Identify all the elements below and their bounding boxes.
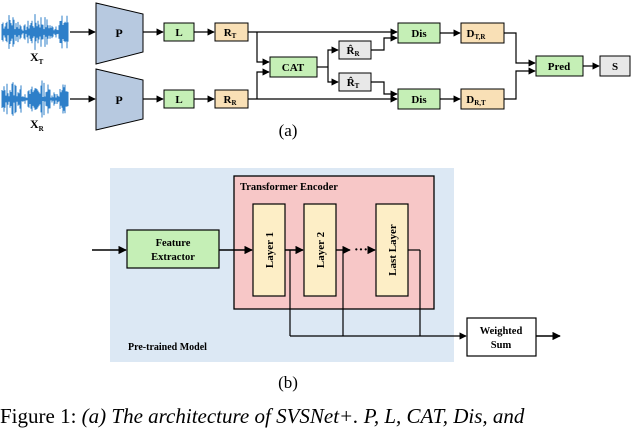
connector-rhat-t-to-dis-bottom: [371, 81, 398, 98]
waveform-trace: [1, 80, 69, 118]
dis-block-bottom-label: Dis: [411, 94, 427, 106]
feature-extractor-block: [126, 229, 220, 269]
last-layer-label: Last Layer: [387, 224, 399, 276]
waveform-bottom-icon: [1, 80, 69, 118]
layer-2-label: Layer 2: [315, 231, 327, 268]
weighted-sum-label-1: Weighted: [480, 326, 523, 337]
layers-ellipsis: ···: [354, 243, 368, 258]
connector-d-bottom-to-pred: [504, 67, 536, 100]
connector-cat-to-rhat-t: [327, 67, 339, 86]
r-block-top-label: RT: [224, 27, 237, 40]
connector-rr-to-cat: [256, 68, 270, 99]
cat-block-label: CAT: [282, 62, 305, 74]
d-block-top-label: DT,R: [467, 28, 487, 41]
caption-italic: (a) The architecture of SVSNet+. P, L, C…: [81, 404, 525, 428]
input-xt-label: XT: [30, 50, 44, 66]
layer-1-block: [252, 203, 286, 297]
caption-prefix: Figure 1:: [0, 404, 82, 428]
p-block-bottom: [95, 68, 144, 131]
pretrained-model-label: Pre-trained Model: [128, 342, 207, 353]
connector-cat-to-rhat-r: [327, 46, 339, 67]
layer-2-block: [303, 203, 337, 297]
l-block-top-label: L: [175, 27, 182, 39]
connector-rhat-r-to-dis-top: [371, 34, 398, 51]
rhat-r-label: R̂R: [346, 44, 360, 58]
waveform-top-icon: [1, 14, 69, 50]
weighted-sum-label-2: Sum: [491, 340, 512, 351]
r-block-bottom-label: RR: [223, 94, 237, 107]
figure-caption: Figure 1: (a) The architecture of SVSNet…: [0, 404, 632, 428]
transformer-encoder-title: Transformer Encoder: [240, 182, 338, 193]
d-block-bottom-label: DR,T: [466, 94, 486, 107]
l-block-bottom-label: L: [175, 94, 182, 106]
feature-extractor-label-2: Extractor: [151, 252, 195, 263]
input-xr-label: XR: [30, 117, 45, 133]
panel-b: Transformer Encoder Pre-trained Model Fe…: [92, 168, 561, 392]
feature-extractor-label-1: Feature: [156, 238, 191, 249]
connector-d-top-to-pred: [504, 32, 536, 67]
dis-block-top-label: Dis: [411, 28, 427, 40]
s-block-label: S: [612, 61, 618, 73]
p-block-bottom-label: P: [115, 93, 122, 107]
rhat-t-label: R̂T: [347, 76, 360, 90]
s-block: [599, 55, 631, 77]
panel-a: XT XR P P L L RT RR CAT R: [1, 2, 631, 140]
weighted-sum-block: [466, 317, 537, 357]
p-block-top-label: P: [115, 26, 122, 40]
layer-1-label: Layer 1: [264, 232, 276, 268]
pred-block-label: Pred: [548, 61, 570, 73]
last-layer-block: [375, 203, 409, 297]
waveform-trace: [1, 14, 69, 50]
panel-a-label: (a): [279, 121, 298, 140]
panel-b-label: (b): [278, 373, 298, 392]
connector-rt-to-cat: [256, 32, 270, 66]
p-block-top: [95, 2, 144, 65]
